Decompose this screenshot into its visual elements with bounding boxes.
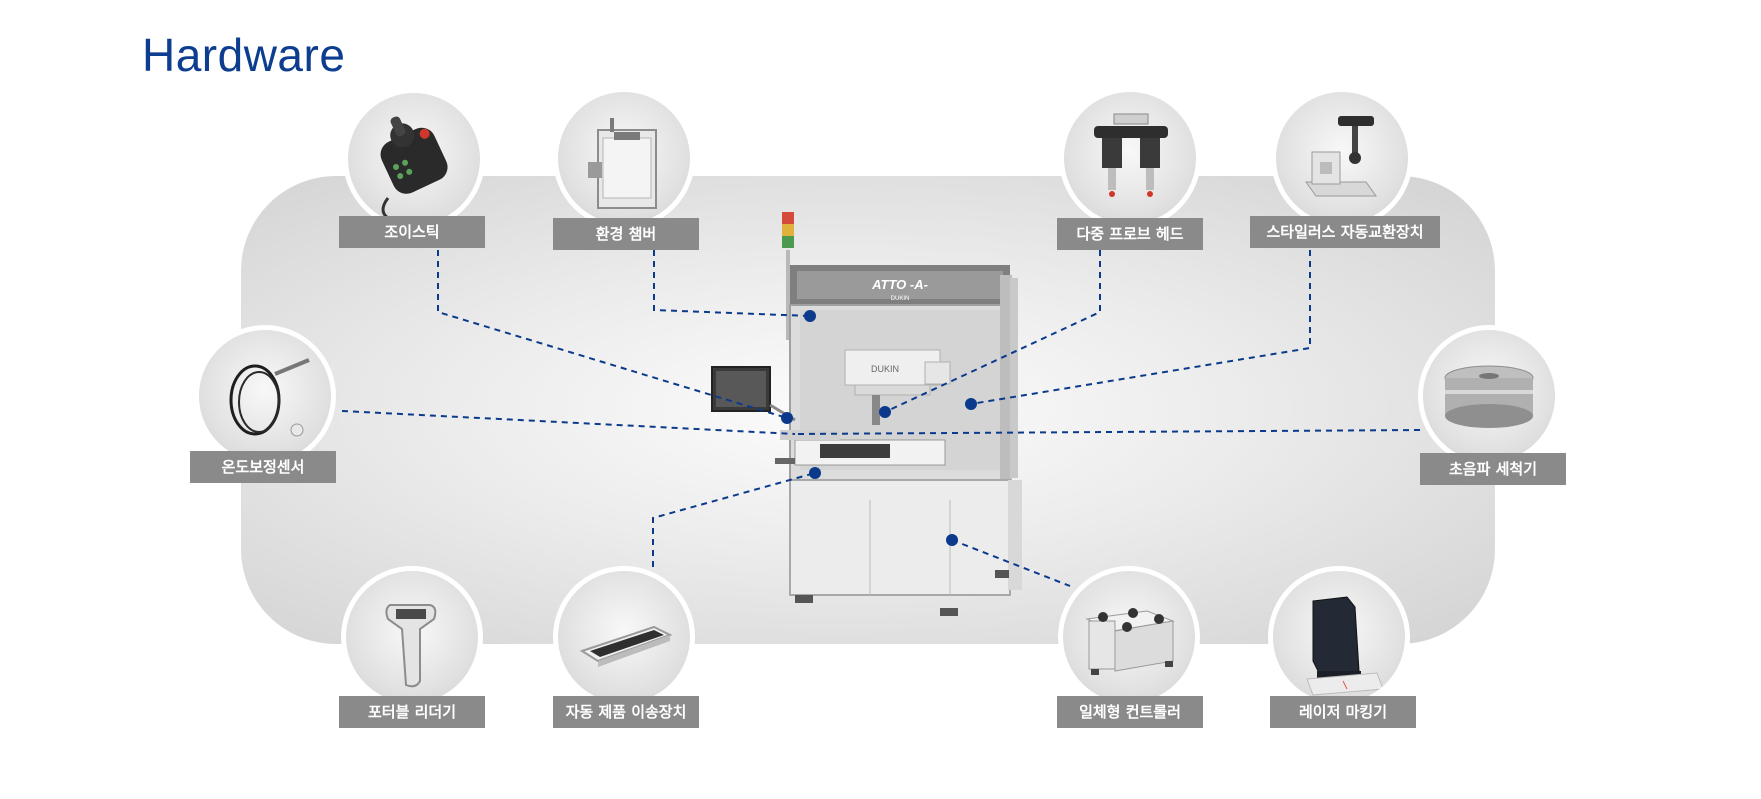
- barcode-reader-thumb: [341, 566, 483, 708]
- page-title: Hardware: [142, 29, 346, 81]
- auto-transfer-thumb: [553, 566, 695, 708]
- stylus-changer-thumb: [1271, 87, 1413, 229]
- auto-transfer-label: 자동 제품 이송장치: [553, 696, 699, 728]
- multi-probe-head-label: 다중 프로브 헤드: [1057, 218, 1203, 250]
- integrated-controller-thumb: [1058, 566, 1200, 708]
- controller-cabinet-icon: [1085, 608, 1175, 675]
- barcode-reader-label: 포터블 리더기: [339, 696, 485, 728]
- laser-marker-thumb: [1268, 566, 1410, 708]
- multi-probe-head-thumb: [1059, 87, 1201, 229]
- transfer-conveyor-icon: [579, 625, 673, 667]
- signal-tower: [782, 212, 794, 340]
- env-chamber-label: 환경 챔버: [553, 218, 699, 250]
- connector-lines: [341, 250, 1421, 587]
- integrated-controller-label: 일체형 컨트롤러: [1057, 696, 1203, 728]
- joystick-label: 조이스틱: [339, 216, 485, 248]
- joystick-icon: [380, 116, 448, 220]
- barcode-reader-icon: [385, 604, 437, 688]
- temp-sensor-thumb: [194, 325, 336, 467]
- env-chamber-thumb: [553, 87, 695, 229]
- cmm-machine: ATTO -A- DUKIN DUKIN: [711, 265, 1022, 616]
- laser-marker-label: 레이저 마킹기: [1270, 696, 1416, 728]
- temp-sensor-label: 온도보정센서: [190, 451, 336, 483]
- laser-marker-icon: [1306, 596, 1384, 696]
- probe-head-icon: [1094, 113, 1168, 197]
- chamber-icon: [588, 118, 657, 209]
- ultrasonic-cleaner-thumb: [1418, 325, 1560, 467]
- sensor-cable-icon: [229, 358, 310, 437]
- stylus-changer-icon: [1305, 116, 1377, 197]
- ultrasonic-cleaner-label: 초음파 세척기: [1420, 453, 1566, 485]
- head-brand-text: DUKIN: [871, 364, 899, 374]
- machine-brand-text: ATTO -A-: [871, 277, 928, 292]
- cleaner-icon: [1444, 365, 1534, 428]
- machine-sub-text: DUKIN: [891, 296, 910, 302]
- connector-dots: [781, 310, 977, 546]
- joystick-thumb: [343, 88, 485, 230]
- stylus-changer-label: 스타일러스 자동교환장치: [1250, 216, 1440, 248]
